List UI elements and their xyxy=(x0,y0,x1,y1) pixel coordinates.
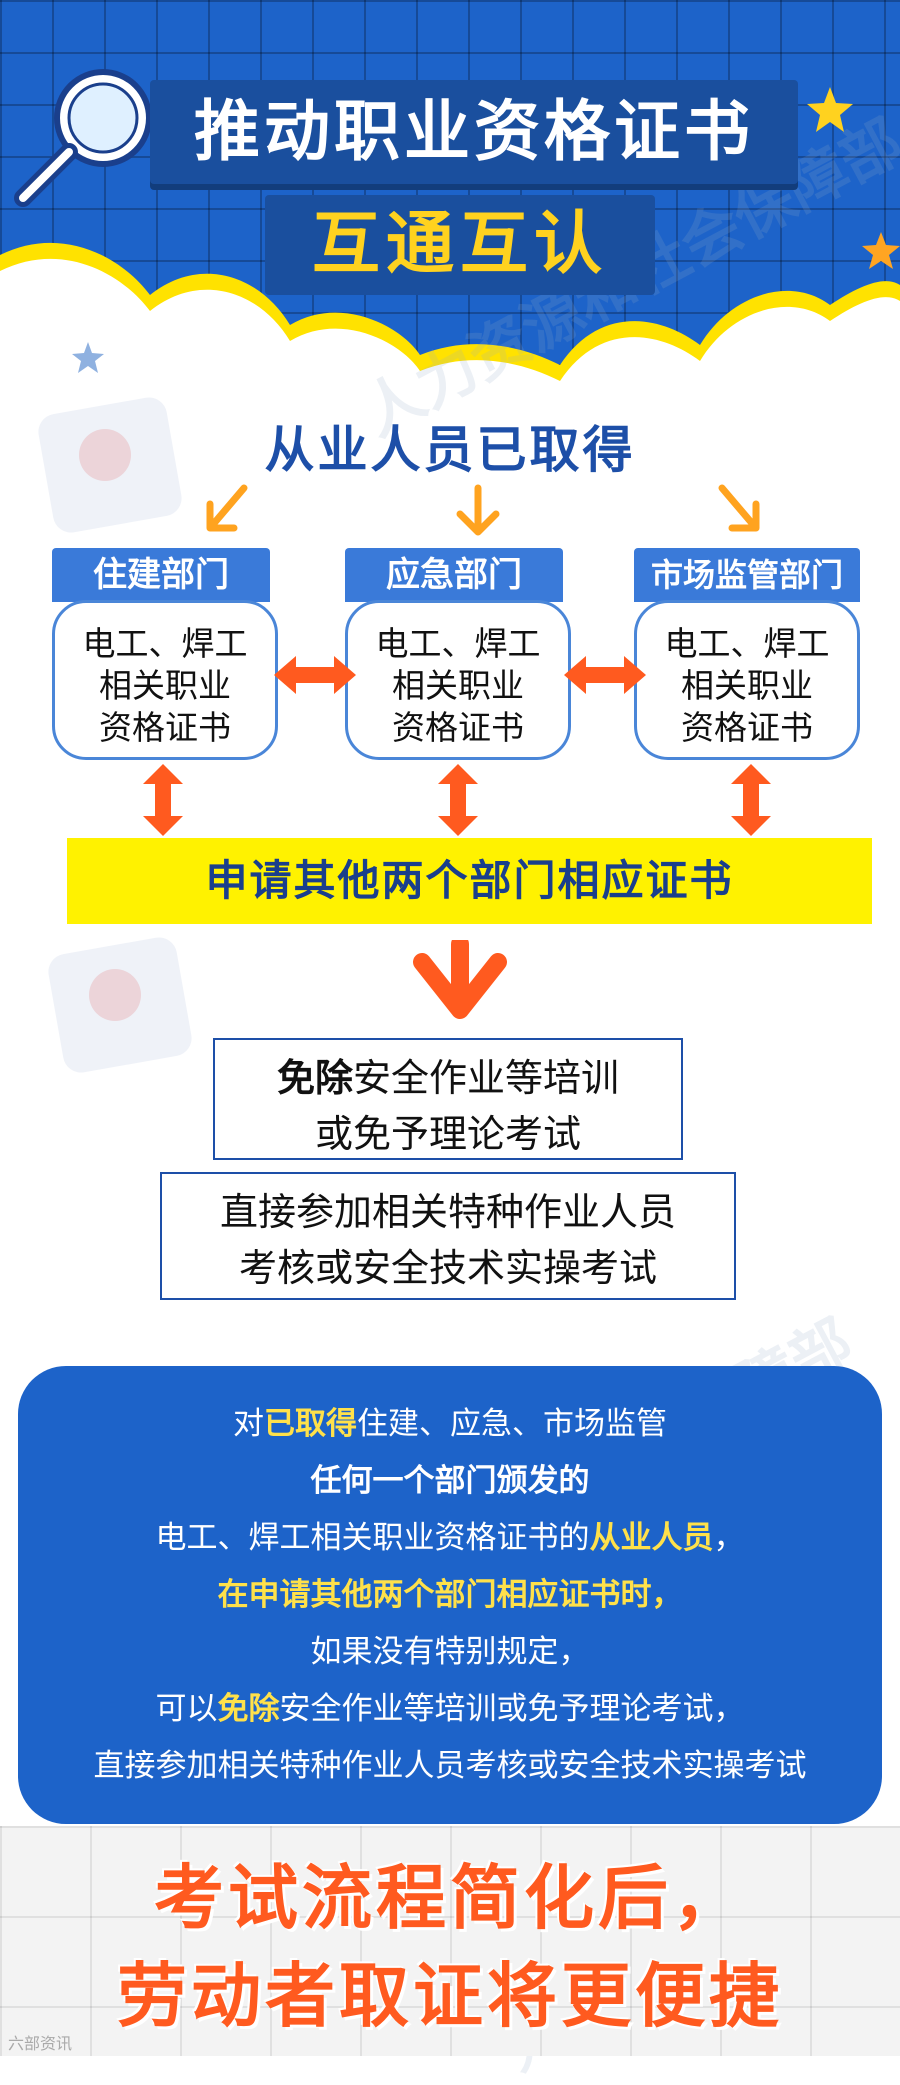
info-text: 对 xyxy=(233,1406,264,1442)
star-icon xyxy=(72,342,104,373)
slogan-line-1: 考试流程简化后， xyxy=(154,1857,746,1939)
cert-line: 资格证书 xyxy=(99,708,231,747)
down-arrow-icon xyxy=(413,940,507,1019)
dept-tab-housing: 住建部门 xyxy=(52,548,270,602)
section-heading: 从业人员已取得 xyxy=(264,421,636,479)
slogan-line-2: 劳动者取证将更便捷 xyxy=(117,1955,783,2037)
title-box xyxy=(150,80,798,184)
cert-card: 电工、焊工 相关职业 资格证书 xyxy=(345,600,571,760)
info-panel xyxy=(18,1366,882,1824)
exempt-rest: 安全作业等培训 xyxy=(353,1056,620,1100)
info-text: ， xyxy=(713,1520,745,1556)
info-line-4: 在申请其他两个部门相应证书时， xyxy=(217,1577,683,1613)
cert-line: 电工、焊工 xyxy=(375,624,541,663)
cert-line: 相关职业 xyxy=(681,666,813,705)
direct-line1: 直接参加相关特种作业人员 xyxy=(219,1190,676,1234)
info-line-5: 如果没有特别规定， xyxy=(310,1634,590,1670)
page-title: 推动职业资格证书 xyxy=(194,93,754,170)
info-text: 住建、应急、市场监管 xyxy=(357,1406,667,1442)
info-text: 可以 xyxy=(155,1691,218,1727)
cert-line: 电工、焊工 xyxy=(664,624,830,663)
emblem-watermark-icon xyxy=(48,937,192,1073)
emblem-watermark-icon xyxy=(38,397,182,533)
footer-logo: 六部资讯 xyxy=(8,2034,73,2053)
cert-line: 资格证书 xyxy=(392,708,524,747)
magnifier-icon xyxy=(14,69,152,207)
double-arrow-icon xyxy=(274,656,356,694)
dept-tab-market: 市场监管部门 xyxy=(634,548,860,602)
cert-card: 电工、焊工 相关职业 资格证书 xyxy=(52,600,278,760)
cloud-divider xyxy=(0,242,900,415)
exempt-box: 免除安全作业等培训 或免予理论考试 xyxy=(213,1038,683,1160)
double-arrow-icon xyxy=(731,764,771,836)
double-arrow-icon xyxy=(143,764,183,836)
apply-bar: 申请其他两个部门相应证书 xyxy=(67,838,872,924)
exempt-bold: 免除 xyxy=(276,1056,353,1100)
info-text: 电工、焊工相关职业资格证书的 xyxy=(155,1520,590,1556)
star-icon xyxy=(862,232,900,269)
info-line-6: 可以免除安全作业等培训或免予理论考试， xyxy=(18,1683,882,1728)
exempt-line2: 或免予理论考试 xyxy=(314,1112,581,1156)
info-line-7: 直接参加相关特种作业人员考核或安全技术实操考试 xyxy=(93,1748,807,1784)
dept-tab-emergency: 应急部门 xyxy=(345,548,563,602)
subtitle-box xyxy=(265,195,655,295)
bottom-floor xyxy=(0,1826,900,2056)
page-subtitle: 互通互认 xyxy=(311,205,608,284)
info-highlight: 免除 xyxy=(217,1691,280,1727)
star-icon xyxy=(807,87,853,132)
cert-line: 相关职业 xyxy=(392,666,524,705)
info-text: 安全作业等培训或免予理论考试， xyxy=(279,1691,745,1727)
info-highlight: 从业人员 xyxy=(589,1520,714,1556)
cert-card: 电工、焊工 相关职业 资格证书 xyxy=(634,600,860,760)
double-arrow-icon xyxy=(438,764,478,836)
cert-line: 相关职业 xyxy=(99,666,231,705)
info-line-2: 任何一个部门颁发的 xyxy=(310,1463,590,1499)
direct-line2: 考核或安全技术实操考试 xyxy=(238,1246,657,1290)
info-line-3: 电工、焊工相关职业资格证书的从业人员， xyxy=(18,1512,882,1557)
cert-line: 资格证书 xyxy=(681,708,813,747)
down-arrows xyxy=(206,484,760,536)
double-arrow-icon xyxy=(564,656,646,694)
cert-line: 电工、焊工 xyxy=(82,624,248,663)
info-line-1: 对已取得住建、应急、市场监管 xyxy=(18,1398,882,1443)
direct-box: 直接参加相关特种作业人员 考核或安全技术实操考试 xyxy=(160,1172,736,1300)
info-highlight: 已取得 xyxy=(264,1406,357,1442)
